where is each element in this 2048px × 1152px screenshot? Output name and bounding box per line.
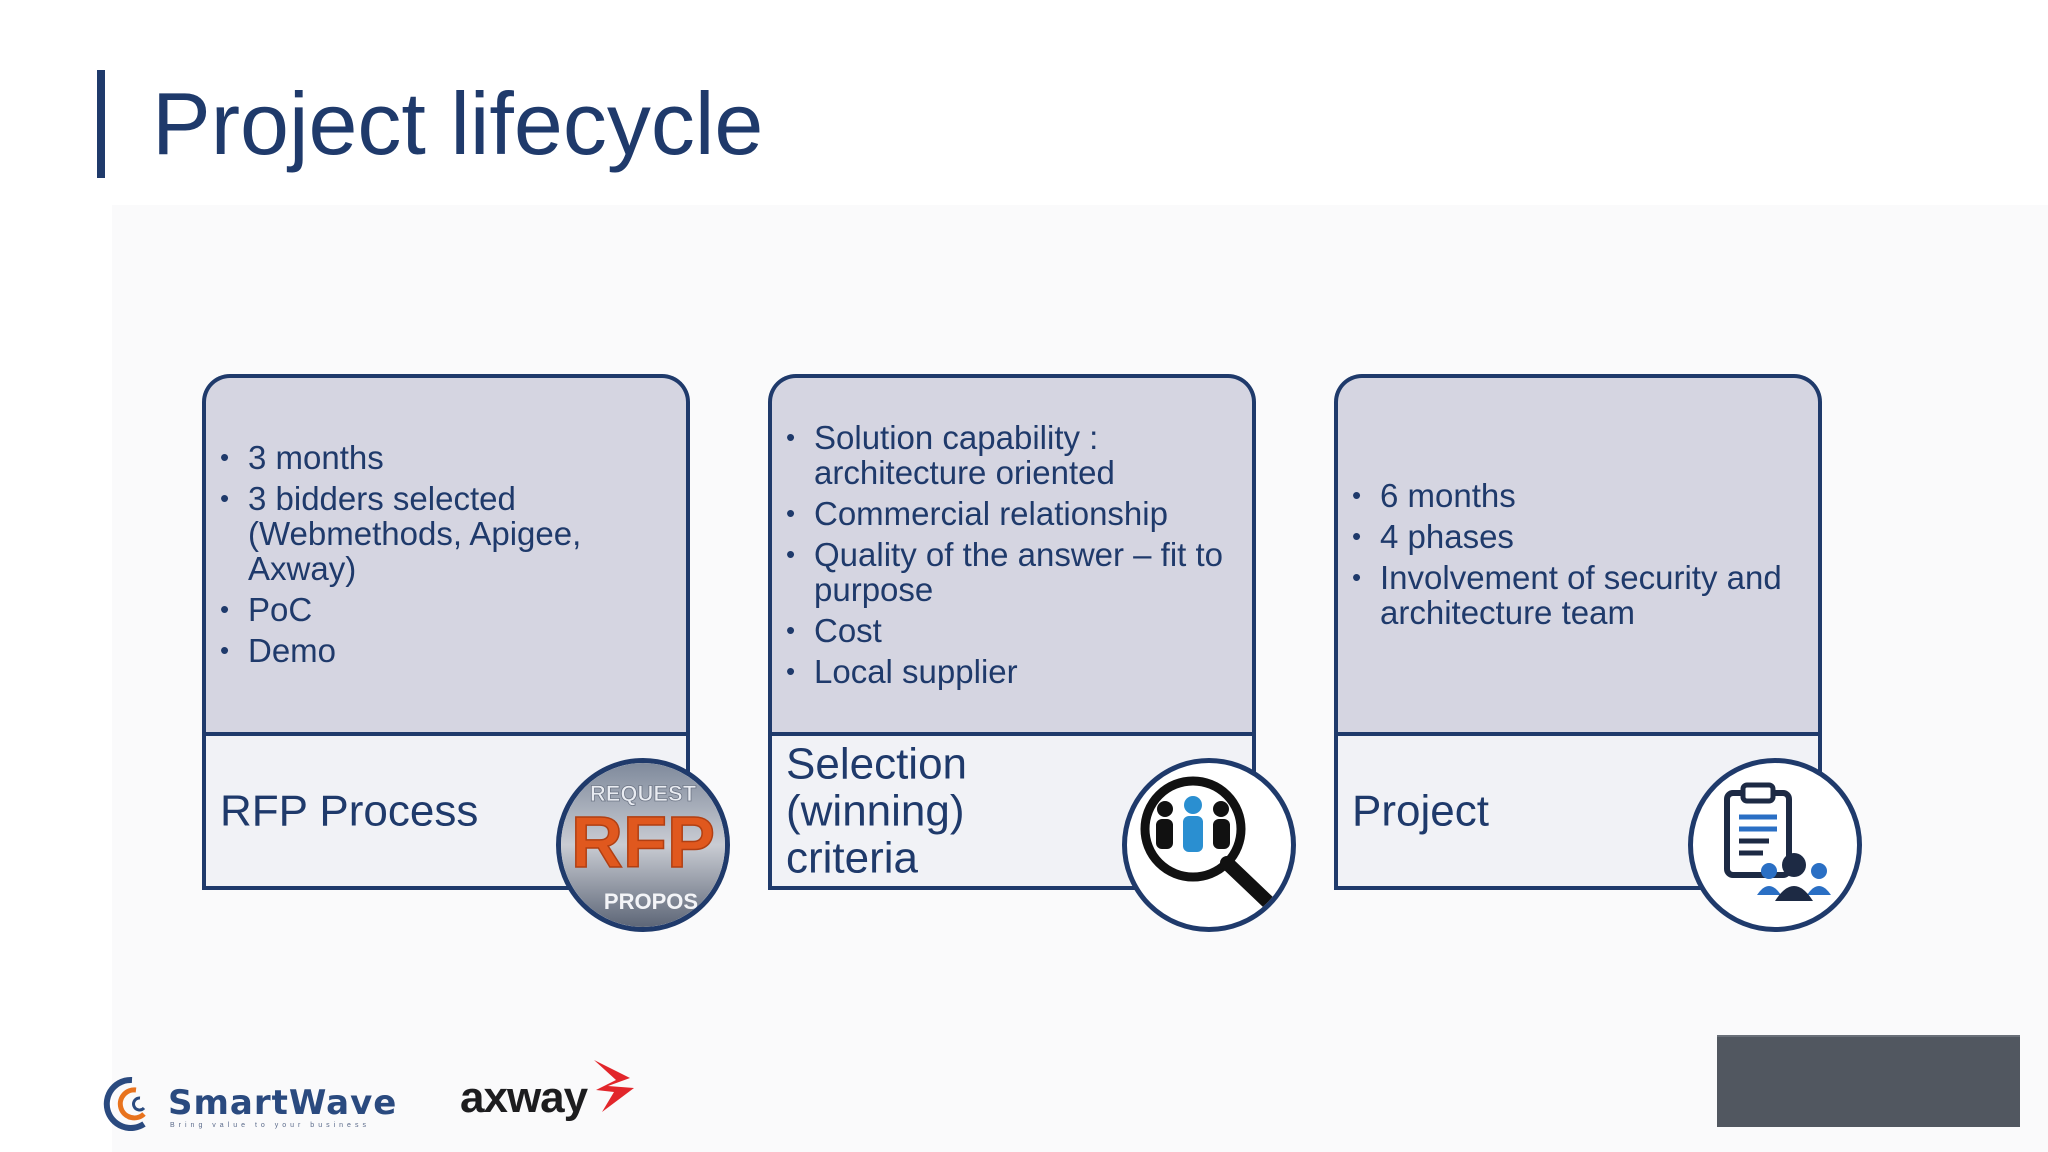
list-item: Commercial relationship xyxy=(786,496,1242,531)
list-item: 4 phases xyxy=(1352,519,1808,554)
smartwave-wordmark: SmartWave xyxy=(168,1086,397,1120)
list-item: Cost xyxy=(786,613,1242,648)
card-details: 6 months 4 phases Involvement of securit… xyxy=(1334,374,1822,736)
list-item: Local supplier xyxy=(786,654,1242,689)
list-item: PoC xyxy=(220,592,676,627)
list-item: Quality of the answer – fit to purpose xyxy=(786,537,1242,607)
page-title: Project lifecycle xyxy=(152,80,763,168)
people-magnifier-icon xyxy=(1122,758,1296,932)
smartwave-tagline: Bring value to your business xyxy=(170,1122,370,1129)
card-label: Project xyxy=(1352,788,1652,835)
axway-logo: axway xyxy=(460,1056,660,1136)
footer-dark-box xyxy=(1717,1035,2020,1127)
title-accent-bar xyxy=(97,70,105,178)
clipboard-team-icon xyxy=(1688,758,1862,932)
bullet-list: 3 months 3 bidders selected (Webmethods,… xyxy=(206,440,686,674)
smartwave-logo: SmartWave Bring value to your business xyxy=(92,1072,392,1132)
bullet-list: Solution capability : architecture orien… xyxy=(772,420,1252,695)
smartwave-swirl-icon xyxy=(92,1072,162,1132)
list-item: 6 months xyxy=(1352,478,1808,513)
list-item: 3 bidders selected (Webmethods, Apigee, … xyxy=(220,481,676,586)
card-details: 3 months 3 bidders selected (Webmethods,… xyxy=(202,374,690,736)
axway-arrow-icon xyxy=(590,1056,650,1116)
bullet-list: 6 months 4 phases Involvement of securit… xyxy=(1338,478,1818,636)
svg-text:PROPOS: PROPOS xyxy=(604,889,698,914)
list-item: 3 months xyxy=(220,440,676,475)
axway-wordmark: axway xyxy=(460,1076,587,1120)
list-item: Involvement of security and architecture… xyxy=(1352,560,1808,630)
card-label: Selection (winning) criteria xyxy=(786,741,1086,882)
svg-text:RFP: RFP xyxy=(571,803,715,883)
card-label: RFP Process xyxy=(220,788,520,835)
rfp-request-icon: REQUEST RFP PROPOS xyxy=(556,758,730,932)
card-details: Solution capability : architecture orien… xyxy=(768,374,1256,736)
list-item: Solution capability : architecture orien… xyxy=(786,420,1242,490)
list-item: Demo xyxy=(220,633,676,668)
